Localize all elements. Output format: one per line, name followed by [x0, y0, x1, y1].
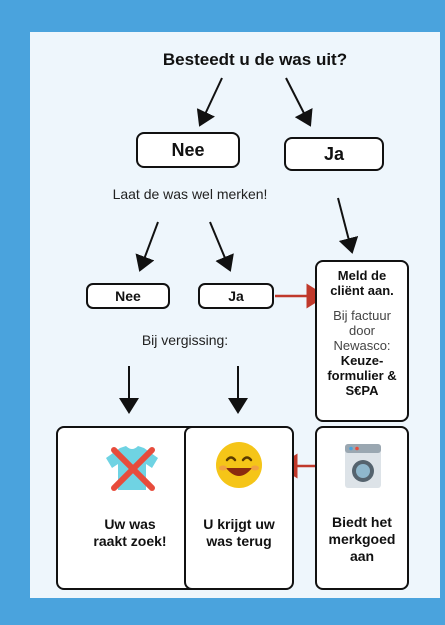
meld-line-1: Bij factuur	[333, 308, 391, 323]
option-ja-top: Ja	[284, 137, 384, 171]
card-offer-line-1: Biedt het	[332, 514, 392, 530]
card-back-line-2: was terug	[206, 533, 272, 549]
card-offer-line-3: aan	[349, 548, 375, 564]
meld-client-box: Meld de cliënt aan. Bij factuur door New…	[315, 260, 409, 422]
meld-bold-1: Keuze-	[340, 353, 384, 368]
arrow-note-ja	[209, 221, 234, 272]
card-lost-line-2: raakt zoek!	[93, 533, 167, 549]
option-nee-top: Nee	[136, 132, 240, 168]
card-laundry-lost: Uw was raakt zoek!	[56, 426, 204, 590]
option-nee-mid: Nee	[86, 283, 170, 309]
mistake-label: Bij vergissing:	[141, 332, 229, 348]
arrow-question-nee	[196, 77, 223, 127]
question-title: Besteedt u de was uit?	[162, 50, 348, 69]
arrow-note-nee	[135, 221, 159, 272]
meld-bold-2: formulier &	[327, 368, 397, 383]
card-back-line-1: U krijgt uw	[203, 516, 275, 532]
meld-bold-3: S€PA	[345, 383, 379, 398]
washing-machine-icon	[345, 444, 381, 488]
arrow-question-ja	[285, 77, 313, 127]
crossed-shirt-icon	[106, 446, 158, 491]
meld-title-1: Meld de	[337, 268, 387, 283]
card-offer-line-2: merkgoed	[328, 531, 396, 547]
card-offer-marking: Biedt het merkgoed aan	[315, 426, 409, 590]
meld-title-2: cliënt aan.	[330, 283, 394, 298]
option-ja-mid: Ja	[198, 283, 274, 309]
note-text: Laat de was wel merken!	[112, 186, 268, 202]
card-laundry-back: U krijgt uw was terug	[184, 426, 294, 590]
arrow-ja-meld	[337, 197, 359, 254]
meld-line-3: Newasco:	[333, 338, 391, 353]
meld-line-2: door	[348, 323, 376, 338]
smiley-icon	[216, 442, 262, 488]
card-lost-line-1: Uw was	[104, 516, 156, 532]
